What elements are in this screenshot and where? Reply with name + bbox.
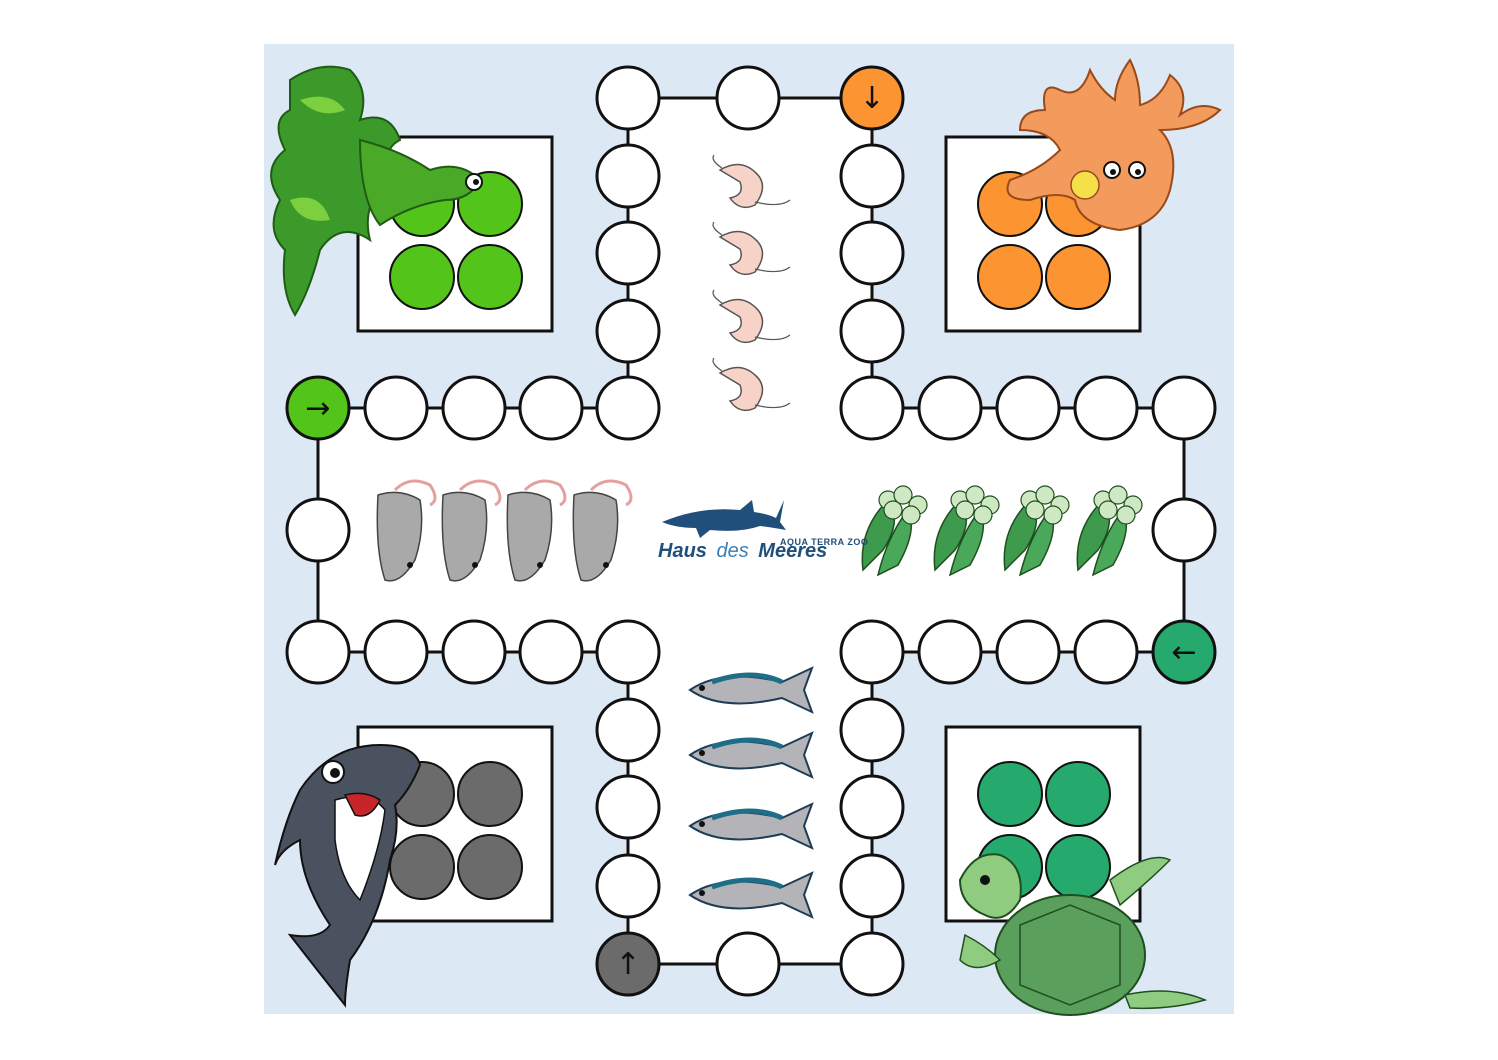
track-field[interactable]	[1151, 375, 1217, 441]
fish-icon	[688, 666, 814, 714]
logo-des: des	[716, 540, 748, 562]
mouse-icon	[441, 479, 502, 582]
track-field[interactable]	[917, 619, 983, 685]
fish-icon	[688, 731, 814, 779]
track-field[interactable]	[285, 619, 351, 685]
cucumber-icon	[861, 485, 928, 577]
mouse-icon	[376, 479, 437, 582]
track-field[interactable]	[715, 65, 781, 131]
track-field[interactable]	[1073, 375, 1139, 441]
game-piece-orange[interactable]	[977, 244, 1043, 310]
track-field[interactable]	[995, 619, 1061, 685]
track-field[interactable]	[595, 298, 661, 364]
start-field-green[interactable]: →	[285, 375, 351, 441]
fish-icon	[688, 802, 814, 850]
track-field[interactable]	[518, 619, 584, 685]
track-fields: → ↓ ← ↑	[285, 65, 1217, 997]
start-arrow-icon: ↑	[615, 947, 640, 982]
game-piece-gray[interactable]	[389, 834, 455, 900]
track-field[interactable]	[839, 697, 905, 763]
shrimp-icon	[712, 154, 791, 209]
octopus-icon	[1006, 58, 1222, 232]
shark-icon	[274, 743, 422, 1008]
game-piece-green[interactable]	[389, 244, 455, 310]
track-field[interactable]	[715, 931, 781, 997]
game-piece-teal[interactable]	[1045, 761, 1111, 827]
track-field[interactable]	[839, 931, 905, 997]
track-field[interactable]	[595, 220, 661, 286]
track-field[interactable]	[839, 375, 905, 441]
track-field[interactable]	[363, 619, 429, 685]
home-lane-icons	[376, 154, 1143, 919]
cucumber-icon	[933, 485, 1000, 577]
start-field-gray[interactable]: ↑	[595, 931, 661, 997]
start-field-orange[interactable]: ↓	[839, 65, 905, 131]
track-field[interactable]	[595, 375, 661, 441]
track-field[interactable]	[441, 375, 507, 441]
track-field[interactable]	[839, 220, 905, 286]
track-field[interactable]	[441, 619, 507, 685]
game-piece-gray[interactable]	[457, 834, 523, 900]
shrimp-icon	[712, 289, 791, 344]
game-piece-orange[interactable]	[1045, 244, 1111, 310]
game-piece-teal[interactable]	[1045, 834, 1111, 900]
track-field[interactable]	[917, 375, 983, 441]
fish-icon	[688, 871, 814, 919]
track-field[interactable]	[839, 298, 905, 364]
logo-haus: Haus	[658, 540, 707, 562]
shrimp-icon	[712, 357, 791, 412]
game-piece-teal[interactable]	[977, 761, 1043, 827]
track-field[interactable]	[518, 375, 584, 441]
track-field[interactable]	[363, 375, 429, 441]
cucumber-icon	[1003, 485, 1070, 577]
svg-text:Haus des Meeres: Haus des Meeres	[658, 540, 827, 562]
track-field[interactable]	[1151, 497, 1217, 563]
track-field[interactable]	[839, 774, 905, 840]
start-arrow-icon: →	[305, 391, 330, 426]
track-field[interactable]	[595, 143, 661, 209]
cucumber-icon	[1076, 485, 1143, 577]
track-field[interactable]	[1073, 619, 1139, 685]
shrimp-icon	[712, 221, 791, 276]
start-arrow-icon: ←	[1171, 635, 1196, 670]
start-field-teal[interactable]: ←	[1151, 619, 1217, 685]
mouse-icon	[506, 479, 567, 582]
chameleon-icon	[270, 65, 483, 317]
game-piece-green[interactable]	[457, 244, 523, 310]
track-field[interactable]	[595, 619, 661, 685]
track-field[interactable]	[595, 697, 661, 763]
track-field[interactable]	[839, 619, 905, 685]
logo-shark-icon	[662, 500, 786, 538]
mouse-icon	[572, 479, 633, 582]
haus-des-meeres-logo: AQUA TERRA ZOO Haus des Meeres	[658, 500, 868, 562]
track-field[interactable]	[995, 375, 1061, 441]
turtle-icon	[958, 853, 1208, 1016]
track-field[interactable]	[839, 143, 905, 209]
start-arrow-icon: ↓	[859, 81, 884, 116]
logo-meeres: Meeres	[758, 540, 827, 562]
track-field[interactable]	[595, 65, 661, 131]
track-field[interactable]	[285, 497, 351, 563]
game-piece-gray[interactable]	[457, 761, 523, 827]
logo-aqua-terra-zoo: AQUA TERRA ZOO	[780, 537, 868, 547]
track-field[interactable]	[839, 853, 905, 919]
track-field[interactable]	[595, 774, 661, 840]
track-field[interactable]	[595, 853, 661, 919]
